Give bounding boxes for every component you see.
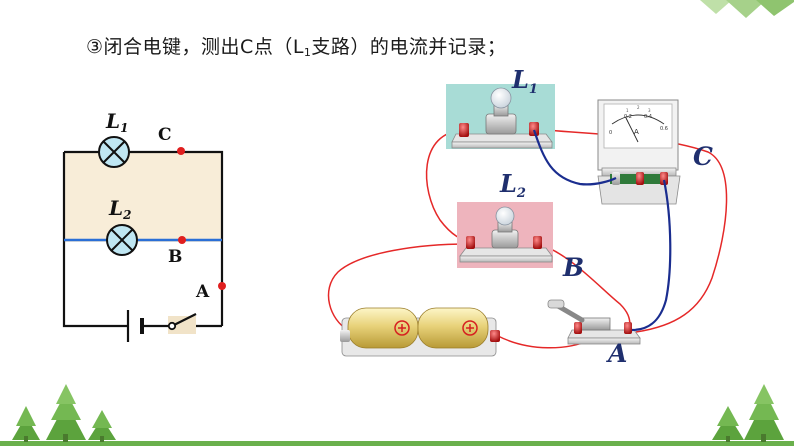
instruction-text: ③闭合电键，测出C点（L1支路）的电流并记录；	[86, 32, 506, 59]
bottom-band	[0, 441, 794, 446]
tree-icon	[46, 384, 86, 442]
schematic-label-l2: L2	[108, 196, 131, 222]
blue-wire-l1-ammeter	[532, 129, 617, 186]
circuit-schematic: L1 L2 C B A	[62, 109, 226, 342]
corner-leaves-decoration	[700, 0, 794, 18]
red-wire-l2-switch	[537, 243, 631, 327]
apparatus-label-l1: L1	[511, 65, 538, 97]
ammeter-needle	[625, 117, 639, 143]
apparatus-label-c: C	[693, 142, 713, 171]
red-wire-l2-battery	[327, 243, 469, 331]
instruction-text-after: 支路）的电流并记录；	[311, 36, 507, 58]
tree-icon	[744, 384, 784, 442]
apparatus-label-l2: L2	[499, 169, 526, 201]
lamp-l2-symbol	[106, 224, 138, 256]
ammeter: 0 0.2 0.4 0.6 1 2 3 A	[597, 99, 681, 205]
instruction-text-before: 闭合电键，测出C点（L	[103, 36, 304, 58]
battery-cell-icon	[347, 307, 419, 349]
battery-pack	[340, 307, 500, 357]
point-c-marker	[177, 147, 185, 155]
terminal-icon	[529, 122, 539, 136]
instruction-subscript: 1	[303, 46, 312, 59]
lamp-l1-symbol	[98, 136, 130, 168]
point-a-marker	[218, 282, 226, 290]
switch-pivot	[167, 321, 177, 331]
ammeter-tick-0.4: 0.4	[644, 114, 652, 120]
plus-icon	[394, 320, 410, 336]
schematic-wire-left	[62, 152, 128, 328]
battery-cell-icon	[417, 307, 489, 349]
switch-blade	[555, 303, 585, 323]
terminal-icon	[624, 322, 632, 334]
terminal-icon	[533, 236, 542, 249]
schematic-label-a: A	[195, 282, 210, 302]
terminal-icon	[466, 236, 475, 249]
terminal-icon	[660, 172, 668, 185]
tree-icon	[712, 406, 744, 442]
schematic-highlight	[64, 152, 222, 242]
plus-icon	[462, 320, 478, 336]
ammeter-tick-0: 0	[609, 130, 612, 136]
tree-icon	[12, 406, 40, 442]
terminal-icon	[459, 123, 469, 137]
ammeter-unit: A	[634, 128, 639, 136]
switch-lever	[173, 313, 197, 326]
tree-icon	[88, 410, 116, 442]
ammeter-small-tick-1: 1	[626, 108, 629, 113]
switch-highlight	[168, 316, 196, 334]
blue-wire-ammeter-switch	[631, 179, 672, 332]
schematic-label-c: C	[158, 125, 172, 145]
bulb-icon	[490, 87, 512, 109]
step-marker: ③	[86, 36, 104, 58]
terminal-icon	[490, 330, 500, 342]
terminal-icon	[340, 330, 350, 342]
switch-handle	[547, 299, 565, 309]
terminal-icon	[574, 322, 582, 334]
schematic-label-b: B	[168, 247, 182, 267]
terminal-icon	[636, 172, 644, 185]
ammeter-tick-0.6: 0.6	[660, 126, 668, 132]
ammeter-tick-0.2: 0.2	[624, 114, 632, 120]
ammeter-dial	[603, 103, 673, 149]
point-b-marker	[178, 236, 186, 244]
blue-wires	[532, 129, 672, 332]
ammeter-small-tick-2: 2	[637, 105, 640, 110]
apparatus-label-a: A	[606, 339, 627, 368]
apparatus-label-b: B	[562, 253, 584, 282]
schematic-label-l1: L1	[105, 109, 128, 135]
ammeter-small-tick-3: 3	[648, 108, 651, 113]
lamp-l2-board: L2	[457, 169, 553, 268]
lamp-l1-board: L1	[446, 65, 555, 149]
bulb-icon	[495, 206, 515, 226]
knife-switch	[547, 299, 641, 345]
